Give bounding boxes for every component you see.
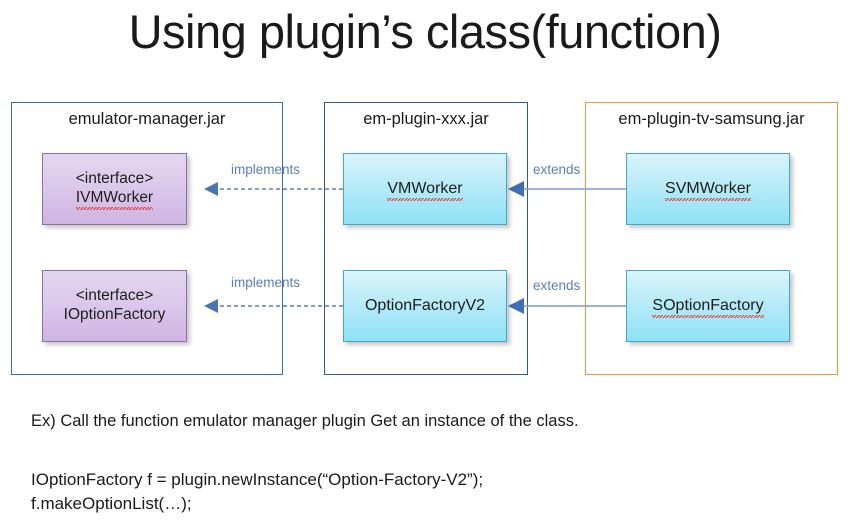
example-caption: Ex) Call the function emulator manager p… (31, 412, 579, 430)
edge-label-implements-1: implements (231, 162, 301, 177)
package-title-em-plugin-xxx: em-plugin-xxx.jar (363, 110, 489, 128)
edge-label-implements-2: implements (231, 275, 301, 290)
code-line-1: IOptionFactory f = plugin.newInstance(“O… (31, 470, 484, 489)
edge-label-extends-2: extends (533, 278, 581, 293)
node-svmworker-name: SVMWorker (665, 179, 751, 201)
node-ioptionfactory-name: IOptionFactory (63, 306, 166, 323)
node-ivmworker-stereotype: <interface> (75, 169, 154, 187)
node-optionfactoryv2[interactable]: OptionFactoryV2 (343, 270, 507, 342)
node-ivmworker[interactable]: <interface> IVMWorker (42, 153, 187, 225)
code-line-2: f.makeOptionList(…); (31, 494, 192, 513)
node-svmworker[interactable]: SVMWorker (626, 153, 790, 225)
package-title-emulator-manager: emulator-manager.jar (68, 110, 226, 128)
node-vmworker-name: VMWorker (387, 179, 463, 201)
node-optionfactoryv2-name: OptionFactoryV2 (364, 297, 486, 315)
node-ioptionfactory[interactable]: <interface> IOptionFactory (42, 270, 187, 342)
package-title-em-plugin-tv-samsung: em-plugin-tv-samsung.jar (618, 110, 805, 128)
page-title: Using plugin’s class(function) (128, 5, 722, 58)
node-soptionfactory-name: SOptionFactory (652, 296, 764, 318)
node-soptionfactory[interactable]: SOptionFactory (626, 270, 790, 342)
edge-label-extends-1: extends (533, 162, 581, 177)
node-vmworker[interactable]: VMWorker (343, 153, 507, 225)
node-ivmworker-name: IVMWorker (75, 189, 154, 211)
node-ioptionfactory-stereotype: <interface> (75, 287, 154, 305)
